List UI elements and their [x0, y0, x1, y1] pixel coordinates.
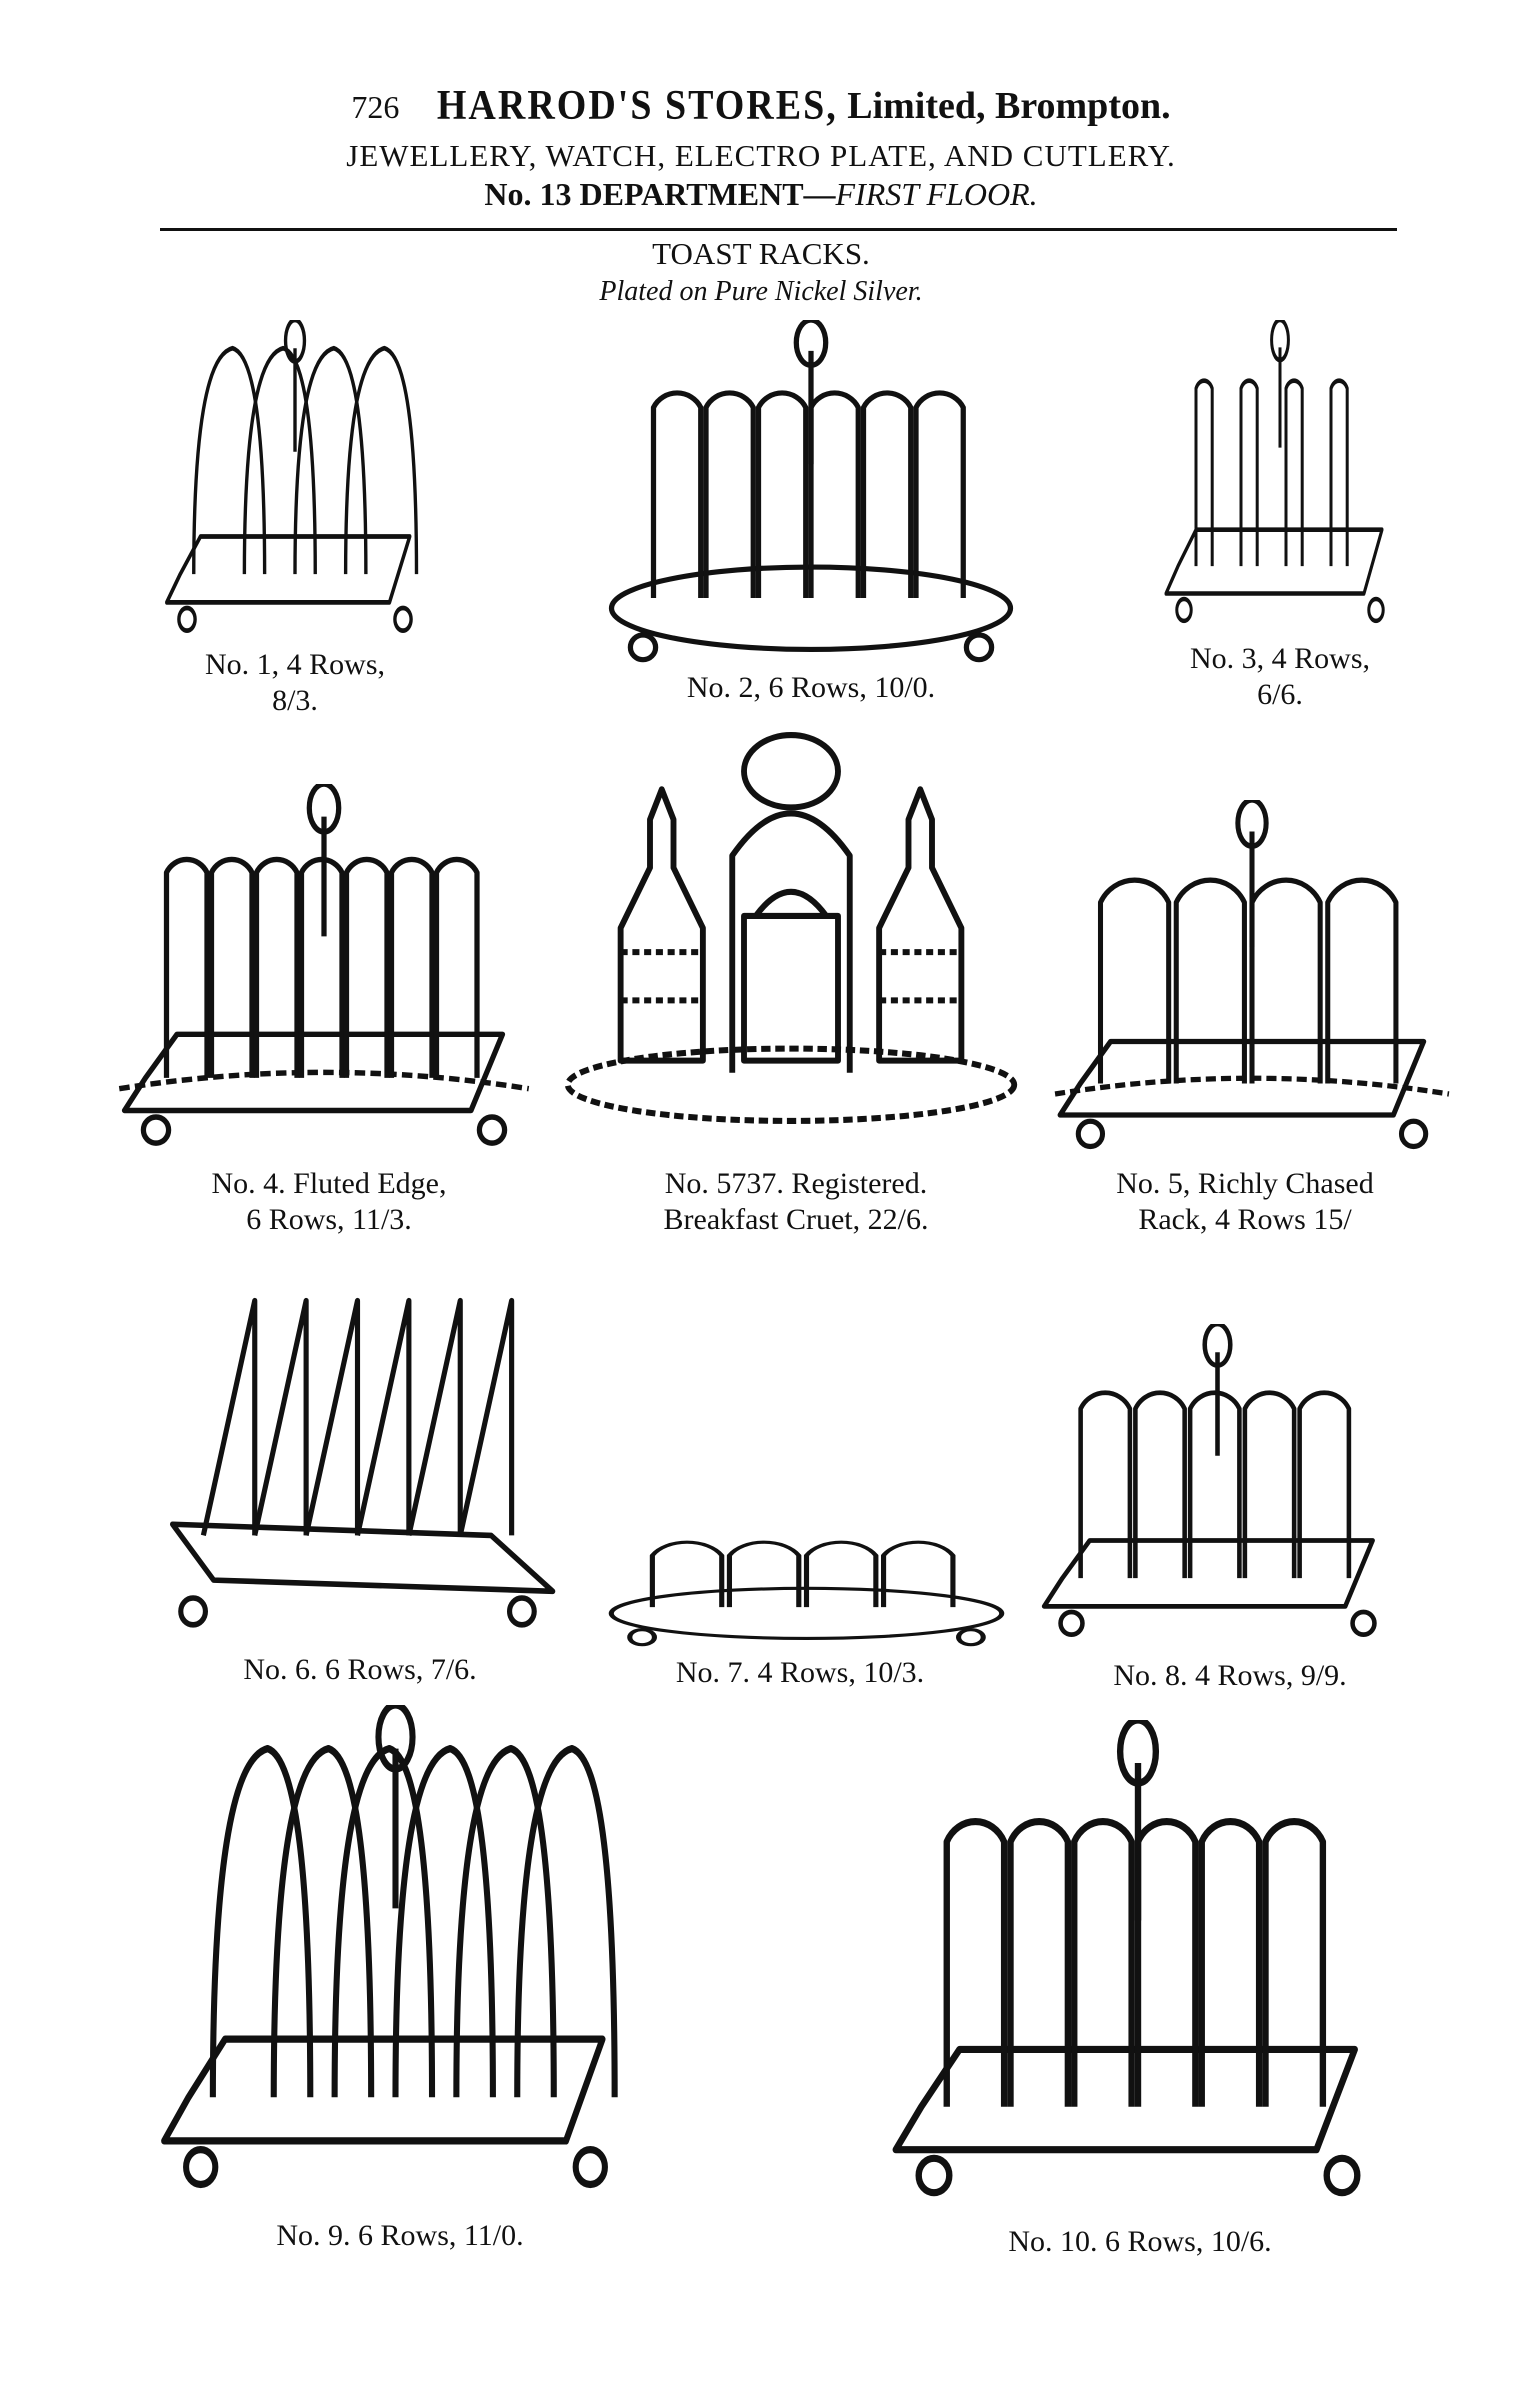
toast-rack-illustration-7 — [601, 1438, 1012, 1651]
item-caption-4: No. 4. Fluted Edge,6 Rows, 11/3. — [164, 1166, 494, 1238]
department-number: No. 13 DEPARTMENT— — [484, 176, 836, 212]
department-heading: No. 13 DEPARTMENT—FIRST FLOOR. — [0, 176, 1522, 213]
caption-line: No. 6. 6 Rows, 7/6. — [243, 1653, 477, 1686]
toast-rack-illustration-10 — [883, 1720, 1393, 2207]
toast-rack-illustration-9 — [152, 1705, 639, 2199]
header-rule — [160, 228, 1397, 231]
item-caption-6: No. 6. 6 Rows, 7/6. — [180, 1652, 540, 1688]
caption-line: No. 8. 4 Rows, 9/9. — [1113, 1659, 1347, 1692]
caption-line: No. 9. 6 Rows, 11/0. — [276, 2219, 524, 2252]
toast-rack-illustration-3 — [1160, 320, 1400, 630]
breakfast-cruet-illustration — [556, 723, 1026, 1133]
floor: FIRST FLOOR. — [835, 176, 1038, 212]
caption-line: No. 3, 4 Rows, — [1189, 642, 1370, 675]
item-caption-7: No. 7. 4 Rows, 10/3. — [620, 1655, 980, 1691]
toast-rack-illustration-6 — [152, 1256, 563, 1636]
caption-price: 6 Rows, 11/3. — [246, 1203, 412, 1236]
toast-rack-illustration-2 — [601, 320, 1021, 670]
page-header: 726 HARROD'S STORES, Limited, Brompton. — [0, 82, 1522, 130]
item-caption-cruet: No. 5737. Registered.Breakfast Cruet, 22… — [611, 1166, 981, 1238]
caption-line: No. 7. 4 Rows, 10/3. — [675, 1656, 925, 1689]
item-caption-2: No. 2, 6 Rows, 10/0. — [601, 670, 1021, 706]
caption-line: No. 2, 6 Rows, 10/0. — [686, 671, 936, 704]
toast-rack-illustration-8 — [1035, 1324, 1400, 1644]
section-subtitle: Plated on Pure Nickel Silver. — [599, 276, 923, 307]
caption-price: Rack, 4 Rows 15/ — [1138, 1203, 1352, 1236]
item-caption-8: No. 8. 4 Rows, 9/9. — [1050, 1658, 1410, 1694]
caption-line: No. 4. Fluted Edge, — [211, 1167, 447, 1200]
store-suffix: Limited, Brompton. — [847, 85, 1171, 127]
item-caption-1: No. 1, 4 Rows,8/3. — [160, 647, 430, 719]
caption-price: 8/3. — [272, 684, 318, 717]
caption-price: 6/6. — [1257, 678, 1303, 711]
caption-price: Breakfast Cruet, 22/6. — [663, 1203, 929, 1236]
item-caption-3: No. 3, 4 Rows,6/6. — [1140, 641, 1420, 713]
department-line: JEWELLERY, WATCH, ELECTRO PLATE, AND CUT… — [346, 138, 1176, 173]
toast-rack-illustration-5 — [1050, 800, 1454, 1157]
page-number: 726 — [351, 89, 400, 125]
toast-rack-illustration-1 — [160, 320, 430, 640]
section-title: TOAST RACKS. — [652, 236, 870, 271]
caption-line: No. 5737. Registered. — [664, 1167, 928, 1200]
item-caption-10: No. 10. 6 Rows, 10/6. — [940, 2224, 1340, 2260]
store-name: HARROD'S STORES, — [436, 82, 838, 130]
caption-line: No. 5, Richly Chased — [1116, 1167, 1374, 1200]
caption-line: No. 1, 4 Rows, — [204, 648, 385, 681]
caption-line: No. 10. 6 Rows, 10/6. — [1008, 2225, 1272, 2258]
item-caption-9: No. 9. 6 Rows, 11/0. — [200, 2218, 600, 2254]
toast-rack-illustration-4 — [114, 784, 534, 1154]
